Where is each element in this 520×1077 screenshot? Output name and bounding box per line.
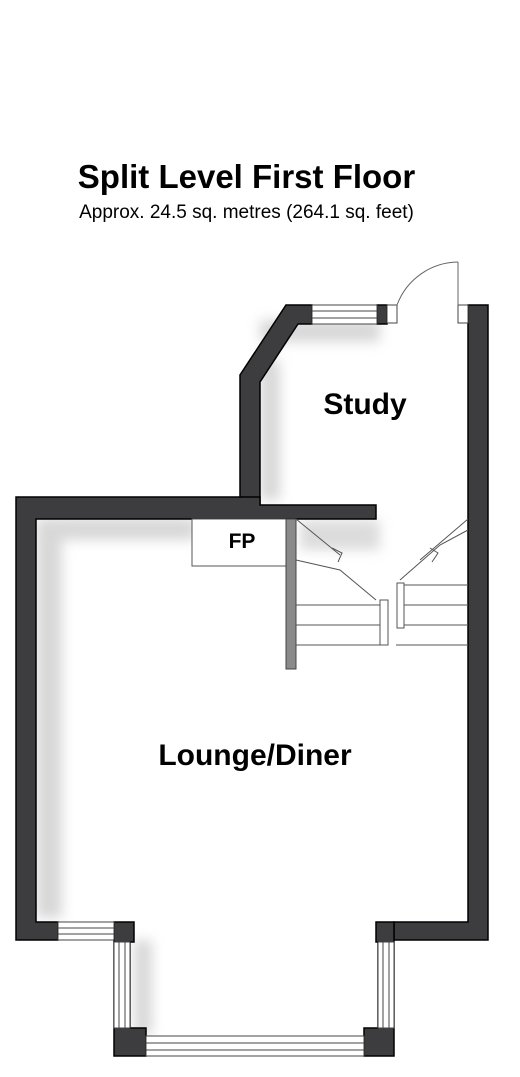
windows	[57, 304, 395, 1057]
study-door	[386, 261, 469, 324]
room-label-fp: FP	[229, 530, 256, 553]
lounge-left-wall	[15, 496, 377, 941]
plan-subtitle: Approx. 24.5 sq. metres (264.1 sq. feet)	[79, 202, 414, 223]
lounge-left-window	[57, 921, 115, 941]
room-label-study: Study	[323, 388, 407, 421]
right-wall	[393, 304, 489, 941]
fireplace	[191, 518, 293, 567]
bay-front-window	[145, 1035, 365, 1057]
stair-balustrade-post	[285, 518, 297, 670]
wall-shadows	[36, 320, 380, 1035]
exterior-walls	[15, 304, 489, 1057]
staircase	[285, 518, 469, 670]
study-top-wall-right	[376, 304, 388, 325]
room-label-lounge: Lounge/Diner	[158, 739, 352, 772]
bay-left-window	[113, 941, 131, 1029]
bay-right-window	[377, 941, 395, 1029]
plan-title: Split Level First Floor	[77, 158, 416, 195]
study-window	[311, 304, 378, 325]
